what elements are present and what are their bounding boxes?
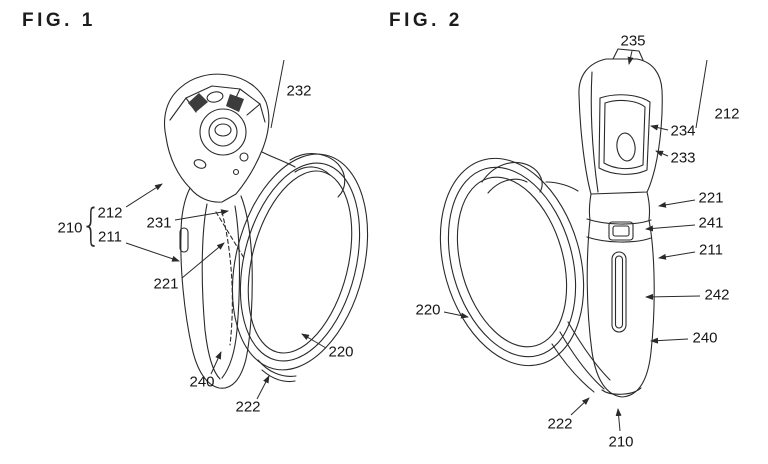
fig2-strap-top xyxy=(481,162,579,194)
fig1-leader-232 xyxy=(270,59,285,129)
fig2-controller-head xyxy=(578,48,663,195)
fig2-leader-222 xyxy=(570,397,590,416)
fig1-ref-210: 210 xyxy=(57,219,83,237)
fig2-leader-211 xyxy=(658,251,696,260)
fig2-leader-233 xyxy=(655,150,669,157)
fig2-leader-212 xyxy=(695,59,708,129)
fig2-ref-233: 233 xyxy=(670,149,696,167)
fig1-leader-231 xyxy=(174,209,229,221)
fig1-ring-band xyxy=(239,162,361,362)
fig2-leader-234 xyxy=(650,124,669,131)
fig1-strap-bottom xyxy=(257,359,297,383)
fig2-ref-234: 234 xyxy=(670,122,696,140)
fig1-controller-drawing xyxy=(163,73,369,389)
fig1-face-button-right xyxy=(226,94,244,112)
fig2-ref-221: 221 xyxy=(698,189,724,207)
fig1-ref-222: 222 xyxy=(235,398,261,416)
fig2-grip xyxy=(586,191,655,398)
fig1-side-button xyxy=(179,227,189,253)
fig1-leader-212 xyxy=(125,183,163,208)
fig2-band-clasp xyxy=(608,221,634,241)
fig2-tracking-ring xyxy=(439,157,585,367)
fig2-band-clasp-inner xyxy=(612,225,630,237)
fig2-leader-220 xyxy=(443,311,469,319)
fig1-small-button xyxy=(193,159,207,169)
fig1-ref-232: 232 xyxy=(286,82,312,100)
fig2-slot xyxy=(611,251,627,333)
fig2-leader-241 xyxy=(645,224,696,232)
fig2-leader-235 xyxy=(627,50,634,65)
fig1-tiny-detail xyxy=(232,168,240,176)
fig1-grip xyxy=(179,187,253,389)
fig2-ref-210: 210 xyxy=(608,433,634,451)
fig1-face-button-left xyxy=(188,93,208,112)
fig2-title: FIG. 2 xyxy=(389,10,463,31)
fig1-ref-231: 231 xyxy=(146,214,172,232)
fig1-oval-button xyxy=(206,91,224,103)
fig2-leader-210 xyxy=(615,408,622,432)
fig1-small-detail xyxy=(239,152,249,162)
fig2-controller-drawing xyxy=(439,48,663,398)
fig1-ref-220: 220 xyxy=(328,343,354,361)
fig1-ref-221: 221 xyxy=(153,275,179,293)
fig2-ring-inner xyxy=(456,176,568,348)
fig2-ring-outer xyxy=(439,157,585,367)
fig1-leader-220 xyxy=(301,333,327,349)
fig1-strap-top xyxy=(261,151,346,198)
fig1-ref-211: 211 xyxy=(98,228,122,246)
fig2-leader-240 xyxy=(650,337,689,344)
fig2-ring-band xyxy=(447,166,577,358)
fig2-band xyxy=(586,218,652,243)
fig1-leader-222 xyxy=(256,375,270,400)
fig2-leader-242 xyxy=(645,293,701,300)
fig1-ref-212: 212 xyxy=(97,204,123,222)
fig2-leader-221 xyxy=(658,199,696,208)
fig2-rear-panel xyxy=(598,94,651,175)
fig1-ref-240: 240 xyxy=(189,373,215,391)
fig1-controller-head xyxy=(163,73,270,203)
fig2-ref-212: 212 xyxy=(714,105,740,123)
fig1-tracking-ring xyxy=(231,153,369,371)
fig2-ref-240: 240 xyxy=(692,329,718,347)
fig1-analog-stick xyxy=(199,108,247,156)
fig2-top-notch xyxy=(612,48,644,61)
fig1-leader-211 xyxy=(125,242,180,262)
fig2-ref-211: 211 xyxy=(699,241,723,259)
fig1-title: FIG. 1 xyxy=(22,10,96,31)
fig1-brace: { xyxy=(81,199,101,251)
fig2-ref-241: 241 xyxy=(698,214,724,232)
fig2-ref-220: 220 xyxy=(415,301,441,319)
fig2-panel-button xyxy=(616,132,636,162)
fig2-ref-222: 222 xyxy=(547,415,573,433)
fig2-slot-inner xyxy=(614,255,624,329)
fig2-strap-bottom xyxy=(551,321,611,393)
fig1-leader-221 xyxy=(181,242,225,279)
fig1-ring-inner xyxy=(247,170,353,354)
leader-lines xyxy=(125,50,708,432)
fig2-ref-235: 235 xyxy=(620,32,646,50)
fig1-leader-240 xyxy=(210,351,222,375)
fig1-ring-outer xyxy=(231,153,369,371)
fig2-ref-242: 242 xyxy=(704,286,730,304)
